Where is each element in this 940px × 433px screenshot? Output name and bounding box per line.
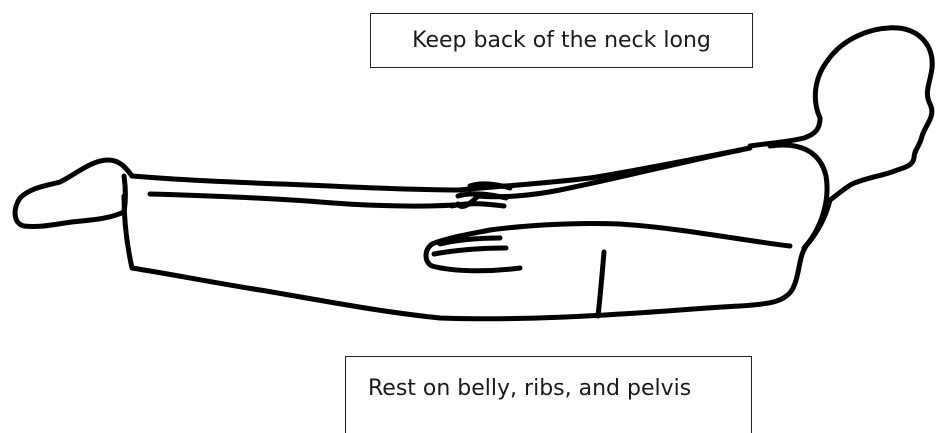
belly-instruction-text: Rest on belly, ribs, and pelvis — [368, 376, 691, 401]
back-line — [132, 150, 740, 190]
underside-line — [124, 196, 620, 319]
belly-instruction-label: Rest on belly, ribs, and pelvis — [345, 356, 752, 433]
neck-instruction-label: Keep back of the neck long — [370, 13, 753, 68]
chest-front-line — [620, 200, 830, 314]
ankle-line — [124, 176, 126, 212]
head-outline — [815, 28, 932, 200]
foot-outline — [15, 160, 132, 227]
neck-instruction-text: Keep back of the neck long — [412, 28, 711, 53]
upper-arm-bottom — [490, 223, 790, 246]
hip-seam-line — [598, 252, 604, 316]
neck-back-line — [750, 118, 820, 146]
lower-hand — [426, 230, 520, 271]
inner-leg-line — [150, 194, 470, 206]
